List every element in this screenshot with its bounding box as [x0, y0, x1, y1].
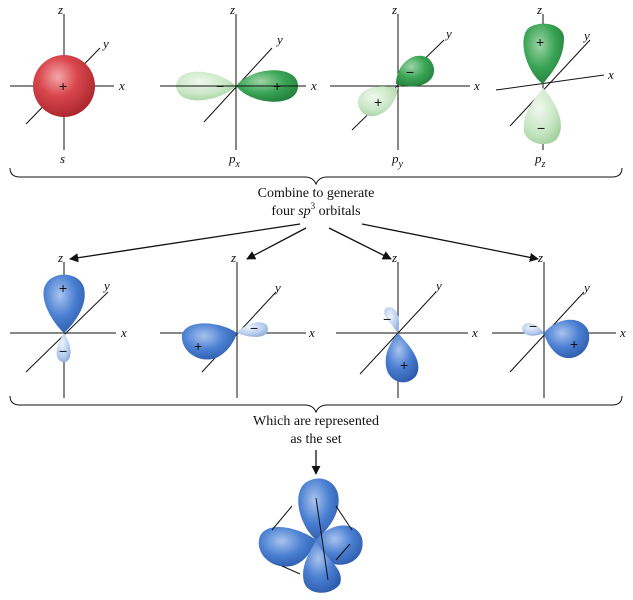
- sp3-1-major-lobe: [43, 274, 85, 333]
- z-axis-label: z: [57, 250, 63, 265]
- set-axis: [335, 543, 351, 561]
- s-orbital-sphere: [33, 55, 95, 117]
- x-axis-label: x: [308, 325, 315, 340]
- x-axis-label: x: [120, 325, 127, 340]
- arrow-to-sp3-1: [69, 223, 301, 263]
- x-axis-label: x: [473, 78, 480, 93]
- y-axis-label: y: [102, 278, 110, 293]
- minus-sign: −: [537, 120, 545, 136]
- x-axis-label: x: [619, 325, 626, 340]
- z-axis-label: z: [57, 2, 63, 17]
- y-axis-label: y: [275, 32, 283, 47]
- minus-sign: −: [383, 311, 391, 327]
- y-axis-label: y: [582, 28, 590, 43]
- plus-sign: +: [194, 338, 202, 354]
- s-orbital-panel: z y x + s: [10, 2, 125, 166]
- x-axis-label: x: [471, 325, 478, 340]
- arrow-to-sp3-3: [328, 227, 392, 260]
- sp3-4-major-lobe: [544, 319, 590, 359]
- z-axis-label: z: [391, 2, 397, 17]
- represented-caption-line2: as the set: [290, 432, 341, 447]
- z-axis-label: z: [536, 2, 542, 17]
- combine-caption-line2: four sp3 orbitals: [271, 201, 360, 219]
- pz-negative-lobe: [523, 88, 561, 145]
- sp3-orbital-4-panel: z y x − +: [492, 250, 626, 398]
- px-orbital-panel: z y x − + px: [160, 2, 317, 170]
- sp3-hybrid-set: [258, 478, 363, 593]
- sp3-1-minor-lobe: [56, 333, 71, 363]
- set-lobe-up: [298, 478, 339, 540]
- orbital-label-s: s: [60, 151, 65, 166]
- set-lobe-left: [258, 527, 316, 567]
- orbital-label-px: px: [228, 151, 241, 170]
- sp3-3-major-lobe: [385, 333, 419, 383]
- orbital-label-pz: pz: [534, 151, 546, 170]
- sp3-3-minor-lobe: [384, 307, 400, 333]
- plus-sign: +: [59, 78, 67, 94]
- py-negative-lobe: [357, 86, 398, 117]
- sp3-orbital-2-panel: z y x + −: [160, 250, 315, 398]
- pz-orbital-panel: z y x + − pz: [495, 2, 614, 170]
- sp3-4-minor-lobe: [522, 323, 544, 336]
- plus-sign: +: [374, 94, 382, 110]
- plus-sign: +: [536, 34, 544, 50]
- plus-sign: +: [273, 78, 281, 94]
- plus-sign: +: [400, 357, 408, 373]
- set-lobe-down: [303, 540, 341, 593]
- y-axis-label: y: [582, 280, 590, 295]
- y-axis-label: y: [434, 278, 442, 293]
- x-axis-label: x: [118, 78, 125, 93]
- y-axis-label: y: [101, 36, 109, 51]
- x-axis-label: x: [607, 67, 614, 82]
- orbital-label-py: py: [391, 151, 404, 170]
- z-axis-label: z: [391, 250, 397, 265]
- top-brace: [9, 167, 623, 186]
- arrow-to-sp3-4: [361, 223, 539, 262]
- set-lobe-right: [316, 525, 363, 565]
- arrow-to-sp3-2: [246, 227, 307, 260]
- minus-sign: −: [406, 64, 414, 80]
- set-axis: [271, 505, 293, 531]
- represented-caption-line1: Which are represented: [253, 414, 379, 429]
- set-axis: [281, 565, 301, 575]
- sp3-orbital-3-panel: z y x − +: [336, 250, 478, 398]
- z-axis-label: z: [230, 250, 236, 265]
- plus-sign: +: [570, 336, 578, 352]
- z-axis-label: z: [537, 250, 543, 265]
- x-axis-label: x: [310, 78, 317, 93]
- sp3-2-major-lobe: [181, 323, 237, 360]
- minus-sign: −: [59, 343, 67, 359]
- combine-caption-line1: Combine to generate: [258, 186, 375, 201]
- minus-sign: −: [216, 78, 224, 94]
- y-axis-label: y: [444, 26, 452, 41]
- py-positive-lobe: [396, 55, 435, 87]
- minus-sign: −: [250, 320, 258, 336]
- y-axis-label: y: [273, 280, 281, 295]
- middle-brace: [9, 395, 623, 414]
- py-orbital-panel: z y x − + py: [330, 2, 480, 170]
- set-axis: [315, 497, 329, 581]
- minus-sign: −: [529, 318, 537, 334]
- set-axis: [335, 505, 353, 531]
- pz-positive-lobe: [523, 23, 564, 84]
- z-axis-label: z: [229, 2, 235, 17]
- sp3-orbital-1-panel: z y x + −: [10, 250, 127, 398]
- sp3-2-minor-lobe: [237, 322, 268, 337]
- plus-sign: +: [59, 280, 67, 296]
